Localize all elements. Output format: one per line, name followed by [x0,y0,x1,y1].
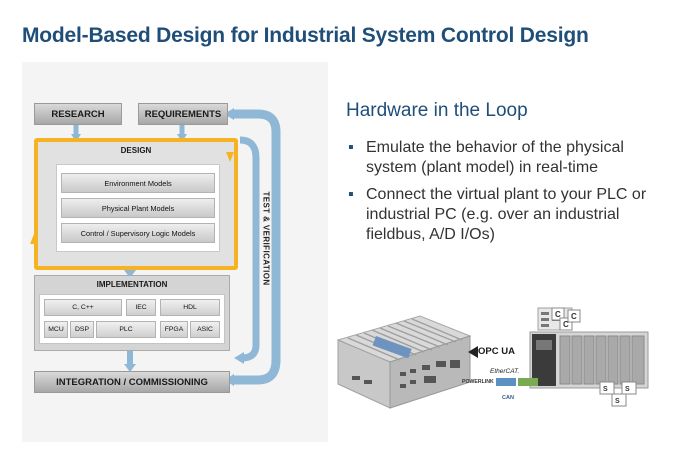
hdl-box: HDL [160,299,220,316]
control-logic-models-box: Control / Supervisory Logic Models [61,223,215,243]
plc-rack-image [529,307,649,389]
powerlink-logo: POWERLINK [462,379,494,385]
can-logo: CAN [502,395,514,401]
s-tag-2: S [625,386,630,393]
integration-box: INTEGRATION / COMMISSIONING [34,371,230,393]
iec-box: IEC [126,299,156,316]
c-tag-3: C [571,312,577,321]
fieldbus-logo-b [518,378,538,386]
dsp-box: DSP [70,321,94,338]
design-box: DESIGN Environment Models Physical Plant… [34,138,238,270]
implementation-targets: C, C++ IEC HDL MCU DSP PLC FPGA ASIC [39,294,225,344]
environment-models-box: Environment Models [61,173,215,193]
implementation-panel: IMPLEMENTATION C, C++ IEC HDL MCU DSP PL… [34,275,230,351]
s-tag-1: S [603,386,608,393]
c-tag-1: C [555,310,561,319]
outer-loop-arrow [232,109,281,385]
requirements-box: REQUIREMENTS [138,103,228,125]
c-tag-2: C [563,320,569,329]
research-box: RESEARCH [34,103,122,125]
hil-bullets: ▪Emulate the behavior of the physical sy… [346,138,666,252]
mcu-box: MCU [44,321,68,338]
opc-ua-logo: OPC UA [478,346,515,357]
fpga-box: FPGA [160,321,188,338]
implementation-label: IMPLEMENTATION [96,280,168,289]
bullet-item: ▪Connect the virtual plant to your PLC o… [348,186,647,243]
protocol-logos: OPC UA EtherCAT. POWERLINK CAN [462,346,538,401]
plc-box: PLC [96,321,156,338]
physical-plant-models-box: Physical Plant Models [61,198,215,218]
asic-box: ASIC [190,321,220,338]
industrial-pc-image [336,315,472,409]
bullet-icon: ▪ [348,139,354,156]
hil-heading: Hardware in the Loop [346,100,528,121]
bullet-item: ▪Emulate the behavior of the physical sy… [348,139,624,176]
inner-loop-arrow [239,136,260,362]
ethercat-logo: EtherCAT. [490,368,519,375]
slide-title: Model-Based Design for Industrial System… [22,24,589,47]
c-cpp-box: C, C++ [44,299,122,316]
design-label: DESIGN [120,146,152,155]
bullet-icon: ▪ [348,186,354,203]
s-code-tags: S S S [599,381,637,407]
c-code-tags: C C C [551,307,581,331]
models-container: Environment Models Physical Plant Models… [56,164,220,252]
s-tag-3: S [615,398,620,405]
fieldbus-logo-a [496,378,516,386]
